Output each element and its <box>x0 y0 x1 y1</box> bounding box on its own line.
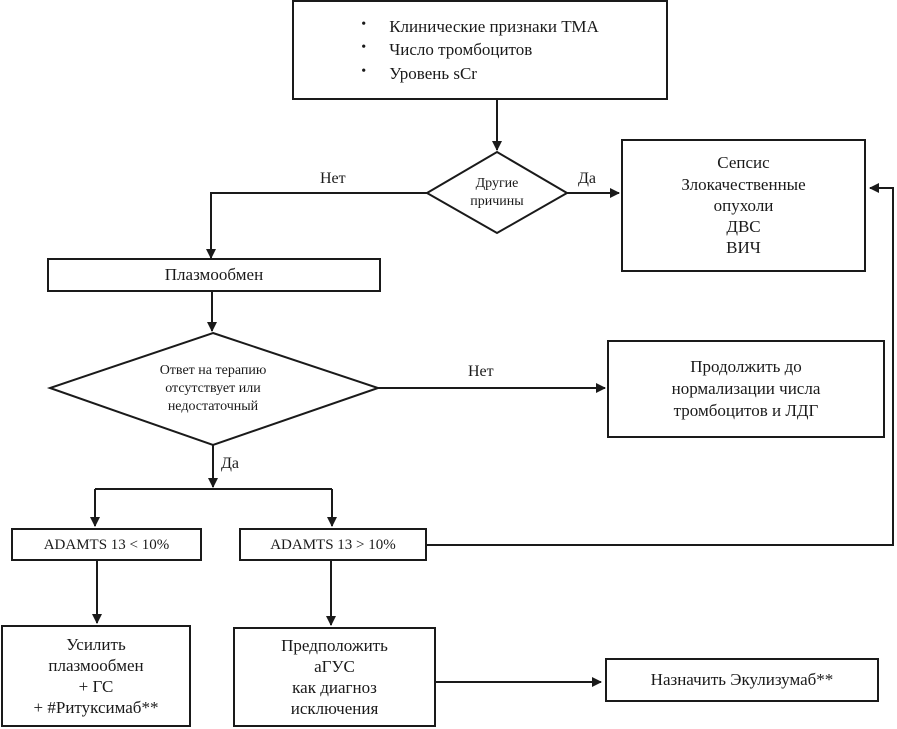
ahus-box: Предположить аГУС как диагноз исключения <box>233 627 436 727</box>
continue-line: нормализации числа <box>671 378 821 398</box>
decision-line: Ответ на терапию <box>159 362 267 378</box>
eculizumab-label: Назначить Экулизумаб** <box>650 669 834 689</box>
decision-other-causes-text: Другие причины <box>447 170 547 216</box>
continue-line: Продолжить до <box>690 356 802 376</box>
label-other-causes-yes: Да <box>578 170 597 187</box>
list-item: Уровень sCr <box>361 62 599 85</box>
continue-line: тромбоцитов и ЛДГ <box>673 401 819 421</box>
start-criteria-list: Клинические признаки ТМА Число тромбоцит… <box>361 15 599 85</box>
other-causes-box: Сепсис Злокачественные опухоли ДВС ВИЧ <box>621 139 866 272</box>
ahus-line: исключения <box>290 699 379 719</box>
cause-line: Сепсис <box>717 153 770 173</box>
plasma-exchange-box: Плазмообмен <box>47 258 381 292</box>
cause-line: ДВС <box>726 217 761 237</box>
ahus-line: аГУС <box>314 656 355 676</box>
continue-box: Продолжить до нормализации числа тромбоц… <box>607 340 885 438</box>
label-response-yes: Да <box>221 455 240 472</box>
ahus-line: Предположить <box>281 635 388 655</box>
list-item: Число тромбоцитов <box>361 38 599 61</box>
eculizumab-box: Назначить Экулизумаб** <box>605 658 879 702</box>
edge-other-causes-no <box>206 192 427 259</box>
decision-other-causes-diamond <box>425 150 569 235</box>
intensify-line: Усилить <box>66 634 126 654</box>
edge-adamts-high-to-other-causes <box>426 183 894 546</box>
intensify-line: + #Ритуксимаб** <box>33 698 159 718</box>
plasma-exchange-label: Плазмообмен <box>164 264 264 284</box>
start-box: Клинические признаки ТМА Число тромбоцит… <box>292 0 668 100</box>
decision-response-text: Ответ на терапию отсутствует или недоста… <box>123 357 303 421</box>
adamts-high-label: ADAMTS 13 > 10% <box>270 536 396 553</box>
ahus-line: как диагноз <box>292 678 377 697</box>
decision-line: отсутствует или <box>165 380 261 396</box>
list-item: Клинические признаки ТМА <box>361 15 599 38</box>
adamts-high-box: ADAMTS 13 > 10% <box>239 528 427 561</box>
intensify-line: плазмообмен <box>48 655 144 675</box>
decision-line: причины <box>470 194 524 209</box>
label-other-causes-no: Нет <box>320 170 346 187</box>
decision-line: Другие <box>475 175 519 191</box>
cause-line: ВИЧ <box>726 238 761 258</box>
cause-line: опухоли <box>713 195 774 215</box>
intensify-line: + ГС <box>78 677 114 696</box>
adamts-low-box: ADAMTS 13 < 10% <box>11 528 202 561</box>
adamts-low-label: ADAMTS 13 < 10% <box>43 536 170 553</box>
label-response-no: Нет <box>468 363 494 380</box>
intensify-therapy-box: Усилить плазмообмен + ГС + #Ритуксимаб** <box>1 625 191 727</box>
cause-line: Злокачественные <box>681 174 806 194</box>
decision-line: недостаточный <box>167 399 259 415</box>
